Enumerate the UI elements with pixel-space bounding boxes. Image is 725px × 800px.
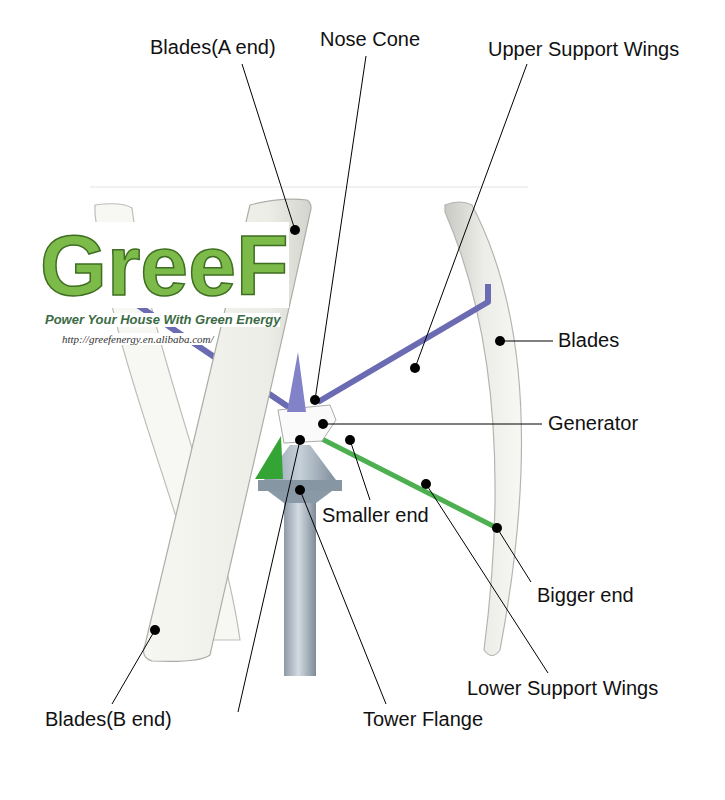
part-label: Nose Cone [320, 28, 420, 50]
leader-line [112, 630, 155, 704]
leader-dot [410, 363, 420, 373]
right-blade [445, 202, 521, 656]
leader-dot [492, 523, 502, 533]
leader-dot [310, 395, 320, 405]
leader-dot [150, 625, 160, 635]
leader-line [415, 64, 527, 368]
leader-line [426, 484, 548, 673]
part-label: Blades(A end) [150, 36, 276, 58]
leader-line [242, 64, 295, 230]
leader-line [315, 56, 366, 400]
part-label: Tower Flange [363, 708, 483, 730]
part-label: Blades [558, 329, 619, 351]
horizon-line [90, 187, 528, 188]
leader-dot [421, 479, 431, 489]
part-label: Blades(B end) [45, 708, 172, 730]
leader-dot [318, 419, 328, 429]
watermark-logo: GreeF [40, 222, 289, 308]
leader-line [323, 424, 542, 425]
leader-dot [495, 336, 505, 346]
leader-dot [345, 435, 355, 445]
leader-dot [295, 485, 305, 495]
watermark-url: http://greefenergy.en.alibaba.com/ [62, 333, 214, 345]
part-label: Upper Support Wings [488, 38, 679, 60]
upper-support-wing [318, 284, 488, 402]
leader-line [238, 440, 300, 712]
leader-line [497, 528, 531, 582]
part-label: Bigger end [537, 584, 634, 606]
leader-dot [290, 225, 300, 235]
lower-support-wing [318, 437, 497, 528]
lower-support-wing [255, 436, 283, 479]
leader-line [350, 440, 370, 500]
watermark-slogan: Power Your House With Green Energy [45, 313, 280, 327]
part-label: Generator [548, 412, 638, 434]
leader-line [500, 341, 553, 342]
part-label: Smaller end [322, 504, 429, 526]
nose-cone [287, 352, 306, 412]
tower-pole [284, 498, 316, 676]
generator-hub [278, 405, 336, 443]
leader-dot [295, 435, 305, 445]
part-label: Lower Support Wings [467, 677, 658, 699]
